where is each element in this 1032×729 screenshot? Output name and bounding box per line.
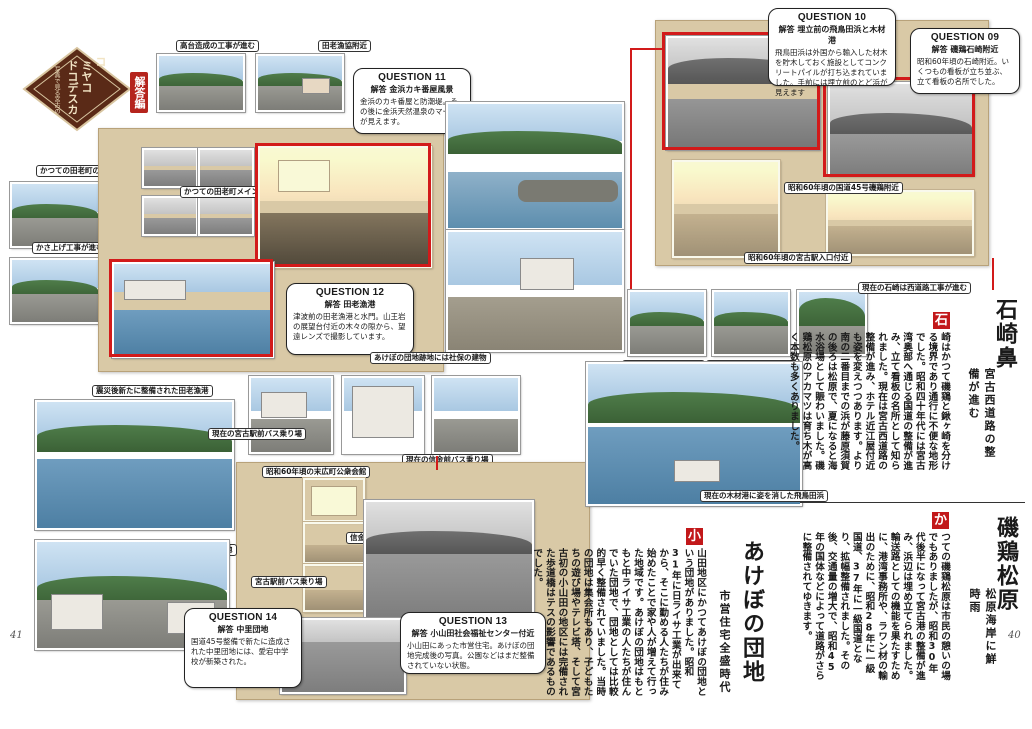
caption-ishizaki-now: 現在の石崎は西道路工事が進む [858,282,971,294]
photo-ishizaki-old [828,82,974,176]
q09-answer: 解答 磯鶏石崎附近 [931,45,999,54]
isoke-dropcap: か [932,512,949,529]
akebono-body: 山田地区にかつてあけぼの団地という団地がありました。昭和31年に日ライサ工業が出… [531,548,706,697]
photo-taro-newport [35,400,234,530]
caption-station-entry-old: 昭和60年頃の宮古駅入口付近 [744,252,853,264]
q13-answer: 解答 小山田社会福祉センター付近 [411,629,535,638]
photo-station-bus-old [303,564,365,612]
photo-taro-main-street-4 [198,196,254,236]
connector-q10-h [630,48,664,50]
photo-lumber-port-now [586,362,802,506]
q10-answer: 解答 埋立前の飛鳥田浜と木材港 [778,25,886,45]
photo-hotel-oumiya-now [712,290,790,356]
caption-taro-main-street: かつての田老町メイン通り [180,186,278,198]
divider-right [800,502,1025,503]
question-09-bubble: QUESTION 09 解答 磯鶏石崎附近 昭和60年頃の石崎附近。いくつもの看… [910,28,1020,94]
photo-ishizaki-now [797,290,867,356]
q14-title: QUESTION 14 [208,612,278,623]
q12-title: QUESTION 12 [315,287,385,298]
caption-taro-fishery: 田老漁協附近 [318,40,371,52]
photo-suehiro-hall-now [342,376,424,454]
frame-q11 [255,143,431,267]
photo-station-entry-now [628,290,706,356]
series-logo: コ ミヤコ ドコデスカ 写真で見る宮古の [22,46,132,132]
photo-route45-old [672,160,780,258]
caption-miyako-station-bus: 現在の宮古駅前バス乗り場 [208,428,306,440]
photo-shinkin-bus-now [432,376,520,454]
q12-body: 津波前の田老漁港と水門。山王岩の展望台付近の木々の隙から、望遠レンズで撮影してい… [293,312,406,341]
photo-taro-main-street-2 [198,148,254,188]
photo-taro-fishery [256,54,344,112]
photo-miyako-station-bus [249,376,333,454]
connector-line [436,456,438,470]
page-number-right: 40 [1008,630,1021,641]
caption-taro-newport: 震災後新たに整備された田老漁港 [92,385,213,397]
page-number-left: 41 [10,630,23,641]
logo-subtitle: 写真で見る宮古の [53,66,60,114]
logo-line1: コ [94,56,107,67]
caption-akebono-site: あけぼの団地跡地には社保の建物 [370,352,491,364]
q09-body: 昭和60年頃の石崎附近。いくつもの看板が立ち並ぶ、立て看板の名所でした。 [917,57,1010,86]
isoke-subheading: 松原海岸に鮮時雨 [968,588,997,666]
connector-q10 [630,48,632,294]
ishizaki-body: 崎はかつて磯鶏と鍬ヶ崎を分ける境界であり通行に不便な地形でした。昭和四十年代には… [787,332,950,471]
caption-route45: 昭和60年頃の国道45号磯鶏附近 [784,182,903,194]
photo-oyamada-old [364,500,534,620]
caption-lumber-port-now: 現在の木材港に姿を消した飛鳥田浜 [700,490,828,502]
q13-body: 小山田にあった市営住宅。あけぼの団地完成後の写真。公園などはまだ整備されていない… [407,641,535,670]
q11-title: QUESTION 11 [378,72,446,83]
photo-takadai-construction [157,54,245,112]
caption-suehiro-hall: 昭和60年頃の末広町公衆会館 [262,466,371,478]
photo-suehiro-hall-old [303,478,365,522]
photo-isoke-old [826,190,974,256]
photo-kanehama-kaki [258,146,432,268]
frame-q10 [662,32,820,150]
photo-taro-old-town [10,182,100,248]
q09-title: QUESTION 09 [930,32,1000,43]
akebono-heading: あけぼの団地 [739,540,765,684]
photo-akebono-site [446,230,624,352]
frame-q09 [823,77,975,177]
answer-badge: 解答編 [130,72,148,113]
question-13-bubble: QUESTION 13 解答 小山田社会福祉センター付近 小山田にあった市営住宅… [400,612,546,674]
photo-taro-raising [10,258,100,324]
q13-title: QUESTION 13 [438,616,508,627]
frame-q12 [109,259,273,357]
caption-takadai: 高台造成の工事が進む [176,40,259,52]
q10-body: 飛鳥田浜は外国から輸入した材木を貯木しておく施設としてコンクリートパイルが打ち込… [775,48,888,97]
ishizaki-subheading: 宮古西道路の整備が進む [967,368,996,459]
ishizaki-heading: 石崎鼻 [992,298,1018,370]
logo-line2: ミヤコ [80,60,93,93]
connector-q09 [992,258,994,290]
question-14-bubble: QUESTION 14 解答 中里団地 国道45号整備で新たに造成された中里団地… [184,608,302,688]
logo-line3: ドコデスカ [66,60,79,115]
ishizaki-dropcap: 石 [933,312,950,329]
isoke-heading: 磯鶏松原 [993,516,1019,612]
caption-station-bus-old: 宮古駅前バス乗り場 [251,576,327,588]
q10-title: QUESTION 10 [797,12,867,23]
q14-answer: 解答 中里団地 [217,625,269,634]
photo-taro-main-street-1 [142,148,198,188]
q12-answer: 解答 田老漁港 [324,300,376,309]
question-12-bubble: QUESTION 12 解答 田老漁港 津波前の田老漁港と水門。山王岩の展望台付… [286,283,414,355]
q11-body: 金浜のカキ番屋と防潮堤。その後に金浜天然温泉のマースが見えます。 [360,97,458,126]
question-10-bubble: QUESTION 10 解答 埋立前の飛鳥田浜と木材港 飛鳥田浜は外国から輸入し… [768,8,896,97]
photo-taro-port [112,262,274,358]
akebono-dropcap: 小 [686,528,703,545]
q11-answer: 解答 金浜カキ番屋風景 [370,85,454,94]
photo-taro-main-street-3 [142,196,198,236]
isoke-body: つての磯鶏松原は市民の憩いの場でもありましたが、昭和30年代後半になって宮古港の… [800,532,950,681]
akebono-subheading: 市営住宅全盛時代 [718,590,731,694]
q14-body: 国道45号整備で新たに造成された中里団地には、愛宕中学校が新築された。 [191,637,291,666]
photo-kanehama-now [446,102,624,230]
